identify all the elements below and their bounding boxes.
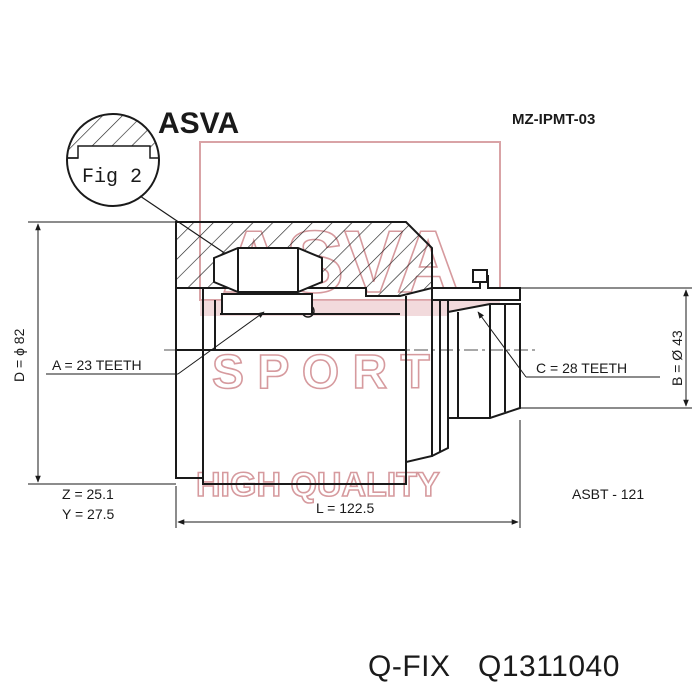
- diameter-d-label: D = ϕ 82: [11, 328, 27, 382]
- neck-section: [431, 275, 521, 301]
- bearing-cutout: [213, 247, 323, 293]
- z-value: Z = 25.1: [62, 486, 114, 502]
- footer-part-number: Q1311040: [478, 650, 620, 683]
- teeth-c-leader: [477, 311, 660, 378]
- length-label: L = 122.5: [316, 500, 374, 516]
- footer-brand: Q-FIX: [368, 650, 451, 683]
- dimension-l: [175, 420, 521, 528]
- teeth-a-leader: [46, 311, 265, 375]
- teeth-a-label: A = 23 TEETH: [52, 357, 142, 373]
- detail-label: Fig 2: [82, 166, 142, 189]
- inner-race-slot: [221, 293, 313, 315]
- detail-figure: Fig 2: [66, 113, 315, 318]
- watermark-sport: S P O R T: [212, 346, 430, 399]
- reference-code: ASBT - 121: [572, 486, 644, 502]
- diameter-b-label: B = Ø 43: [669, 330, 685, 386]
- joint-body: [164, 221, 536, 485]
- dimension-d: [28, 221, 176, 485]
- y-value: Y = 27.5: [62, 506, 115, 522]
- boot-nub: [472, 269, 488, 283]
- brand-logo: ASVA: [158, 107, 239, 140]
- housing-lower: [175, 222, 433, 485]
- part-code: MZ-IPMT-03: [512, 111, 595, 128]
- teeth-c-label: C = 28 TEETH: [536, 360, 627, 376]
- dimension-b: [520, 287, 692, 409]
